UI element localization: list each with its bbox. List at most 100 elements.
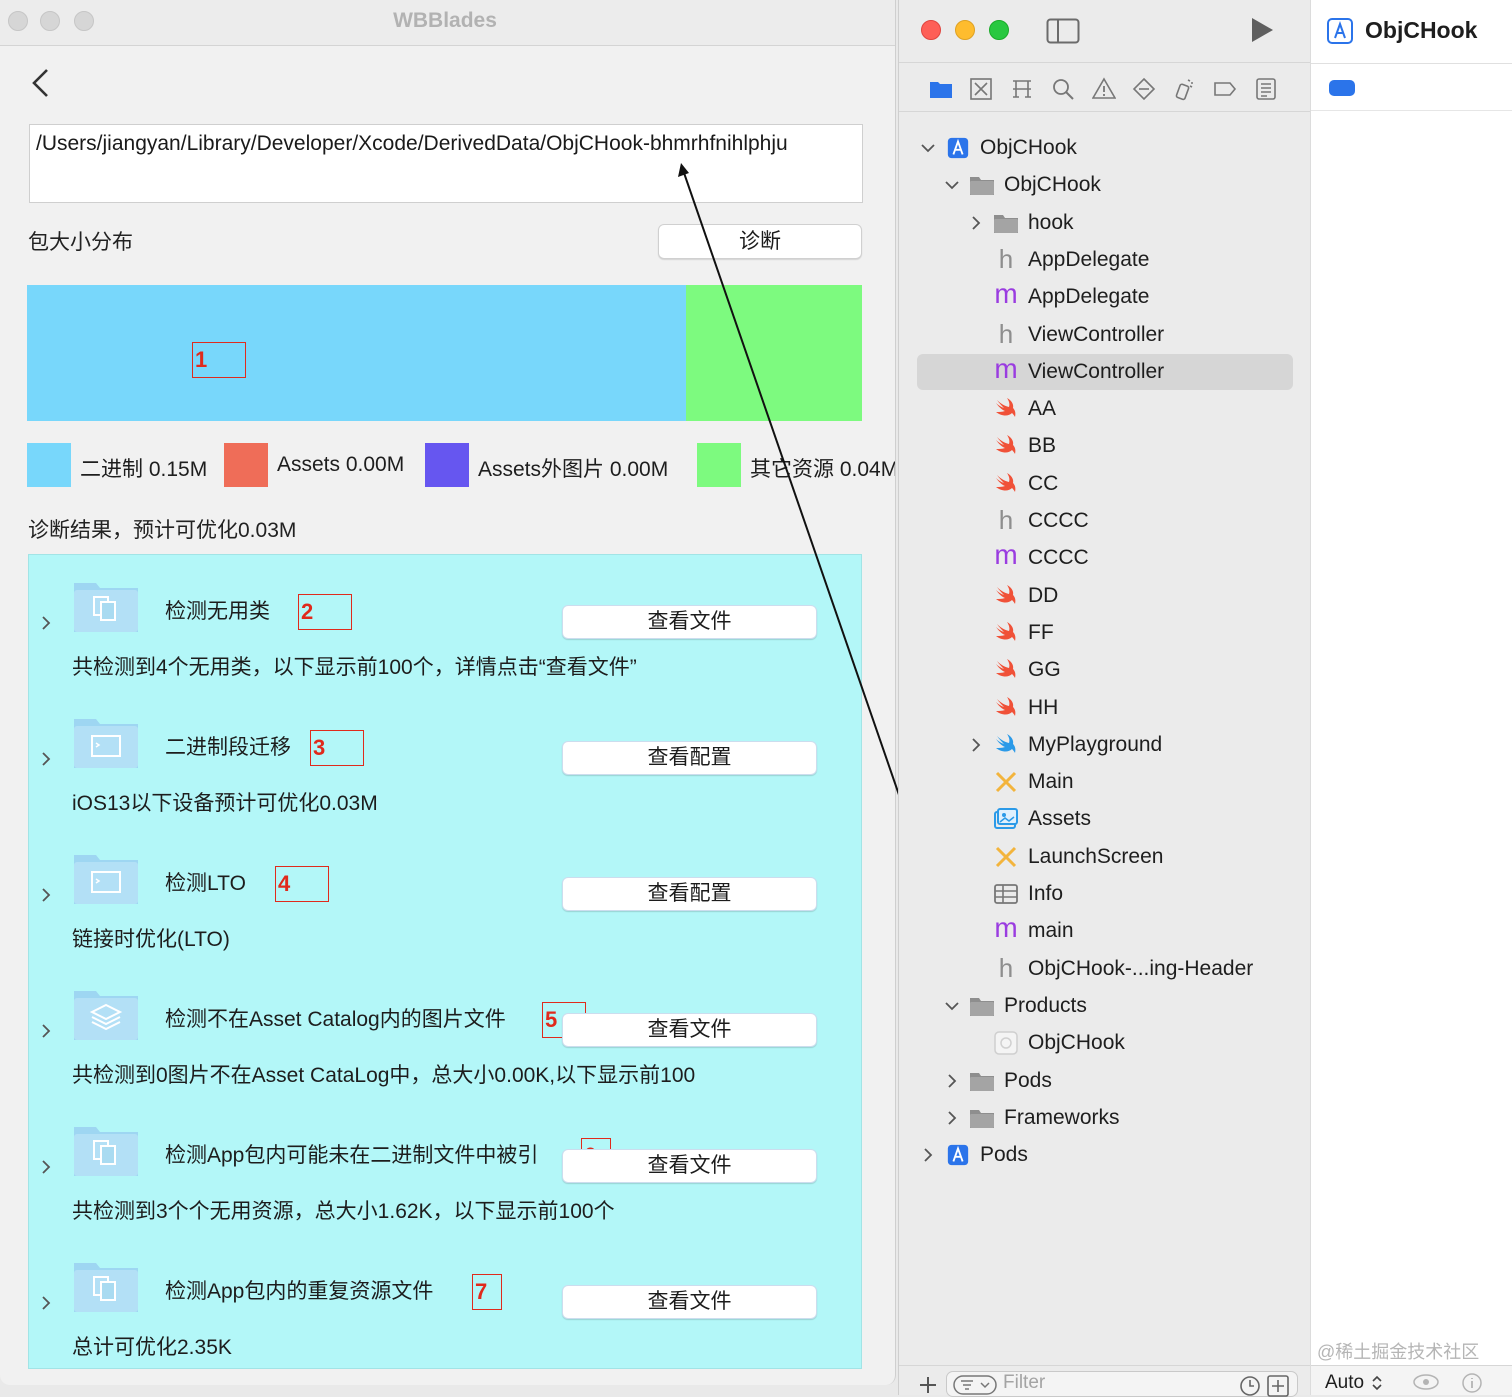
recent-clock-icon[interactable] <box>1239 1375 1261 1397</box>
chevron-right-icon[interactable] <box>969 215 983 230</box>
chevron-right-icon[interactable] <box>921 1148 935 1162</box>
symbol-navigator-icon[interactable] <box>1010 77 1034 101</box>
filter-bar: Filter <box>899 1365 1311 1397</box>
wbblades-window: WBBlades /Users/jiangyan/Library/Develop… <box>0 0 896 1385</box>
tree-row-label: Frameworks <box>1004 1105 1120 1129</box>
item-action-button[interactable]: 查看配置 <box>562 741 817 775</box>
debug-spray-icon[interactable] <box>1173 77 1197 101</box>
inspector-bottom-bar: Auto <box>1311 1365 1512 1395</box>
chevron-right-icon[interactable] <box>945 1111 959 1125</box>
tree-row[interactable]: DD <box>899 578 1311 615</box>
tree-row[interactable]: ObjCHook <box>899 130 1311 167</box>
source-control-icon[interactable] <box>969 77 993 101</box>
run-icon[interactable] <box>1250 17 1274 43</box>
tree-row[interactable]: CC <box>899 466 1311 503</box>
auto-selector-label[interactable]: Auto <box>1325 1372 1365 1393</box>
plist-icon <box>993 876 1019 913</box>
tree-row[interactable]: Products <box>899 988 1311 1025</box>
updown-chevron-icon[interactable] <box>1371 1375 1383 1391</box>
item-description: 共检测到0图片不在Asset CataLog中，总大小0.00K,以下显示前10… <box>72 1064 696 1087</box>
swift-file-icon <box>993 428 1019 465</box>
tree-row[interactable]: LaunchScreen <box>899 839 1311 876</box>
report-icon[interactable] <box>1254 77 1278 101</box>
sidebar-toggle-icon[interactable] <box>1046 18 1080 44</box>
tree-row[interactable]: Pods <box>899 1137 1311 1174</box>
zoom-window-button[interactable] <box>74 11 94 31</box>
path-input[interactable]: /Users/jiangyan/Library/Developer/Xcode/… <box>29 124 863 203</box>
add-icon[interactable] <box>919 1376 937 1394</box>
chevron-down-icon[interactable] <box>921 141 935 155</box>
size-bar-segment-3 <box>686 285 862 421</box>
window-title: WBBlades <box>393 9 497 32</box>
expand-chevron-icon[interactable] <box>39 887 53 903</box>
item-action-button[interactable]: 查看文件 <box>562 1149 817 1183</box>
breakpoint-icon[interactable] <box>1213 77 1237 101</box>
tree-row[interactable]: Main <box>899 764 1311 801</box>
tree-row[interactable]: hook <box>899 205 1311 242</box>
header-file-icon: h <box>998 505 1014 535</box>
scm-filter-icon[interactable] <box>1267 1375 1289 1397</box>
tree-row-label: LaunchScreen <box>1028 844 1164 868</box>
tree-row[interactable]: MyPlayground <box>899 727 1311 764</box>
item-action-button[interactable]: 查看配置 <box>562 877 817 911</box>
tree-row-label: Assets <box>1028 807 1092 831</box>
filter-input[interactable]: Filter <box>946 1371 1298 1397</box>
tree-row[interactable]: ObjCHook <box>899 1025 1311 1062</box>
eye-icon[interactable] <box>1411 1372 1441 1392</box>
filter-options-icon[interactable] <box>953 1375 997 1395</box>
item-action-button[interactable]: 查看文件 <box>562 1013 817 1047</box>
selection-highlight <box>917 353 1293 390</box>
tree-row[interactable]: BB <box>899 428 1311 465</box>
item-action-button[interactable]: 查看文件 <box>562 1285 817 1319</box>
chevron-down-icon[interactable] <box>945 178 959 192</box>
tree-row[interactable]: Frameworks <box>899 1100 1311 1137</box>
item-description: 总计可优化2.35K <box>72 1336 232 1359</box>
close-window-button[interactable] <box>8 11 28 31</box>
watermark-text: @稀土掘金技术社区 <box>1317 1342 1480 1362</box>
folder-navigator-icon[interactable] <box>929 77 953 101</box>
legend-swatch-binary <box>27 443 71 487</box>
tree-row-label: ViewController <box>1028 359 1165 383</box>
swift-file-icon <box>993 652 1019 689</box>
tree-row[interactable]: AA <box>899 391 1311 428</box>
tree-row[interactable]: HH <box>899 690 1311 727</box>
chevron-right-icon[interactable] <box>945 1073 959 1088</box>
expand-chevron-icon[interactable] <box>39 751 53 767</box>
info-icon[interactable] <box>1461 1372 1483 1394</box>
expand-chevron-icon[interactable] <box>39 615 53 631</box>
xcode-minimize-button[interactable] <box>955 20 975 40</box>
tree-row[interactable]: FF <box>899 615 1311 652</box>
swift-file-icon <box>993 690 1019 727</box>
tree-row[interactable]: ObjCHook <box>899 167 1311 204</box>
tree-row[interactable]: Pods <box>899 1063 1311 1100</box>
item-description: 共检测到3个个无用资源，总大小1.62K，以下显示前100个 <box>72 1200 615 1223</box>
expand-chevron-icon[interactable] <box>39 1295 53 1311</box>
test-diamond-icon[interactable] <box>1132 77 1156 101</box>
tree-row[interactable]: Info <box>899 876 1311 913</box>
item-action-button[interactable]: 查看文件 <box>562 605 817 639</box>
size-bar-segment-0 <box>27 285 687 421</box>
find-icon[interactable] <box>1051 77 1075 101</box>
expand-chevron-icon[interactable] <box>39 1159 53 1175</box>
chevron-down-icon[interactable] <box>945 999 959 1013</box>
diagnose-button[interactable]: 诊断 <box>658 224 862 259</box>
issue-warning-icon[interactable] <box>1092 77 1116 101</box>
xcode-close-button[interactable] <box>921 20 941 40</box>
folder-icon <box>969 1063 995 1100</box>
chevron-right-icon[interactable] <box>969 738 983 752</box>
back-button[interactable] <box>28 66 54 100</box>
expand-chevron-icon[interactable] <box>39 1023 53 1039</box>
tree-row[interactable]: Assets <box>899 801 1311 838</box>
minimize-window-button[interactable] <box>40 11 60 31</box>
xcode-zoom-button[interactable] <box>989 20 1009 40</box>
tree-row[interactable]: GG <box>899 652 1311 689</box>
annotation-marker: 7 <box>472 1274 502 1310</box>
